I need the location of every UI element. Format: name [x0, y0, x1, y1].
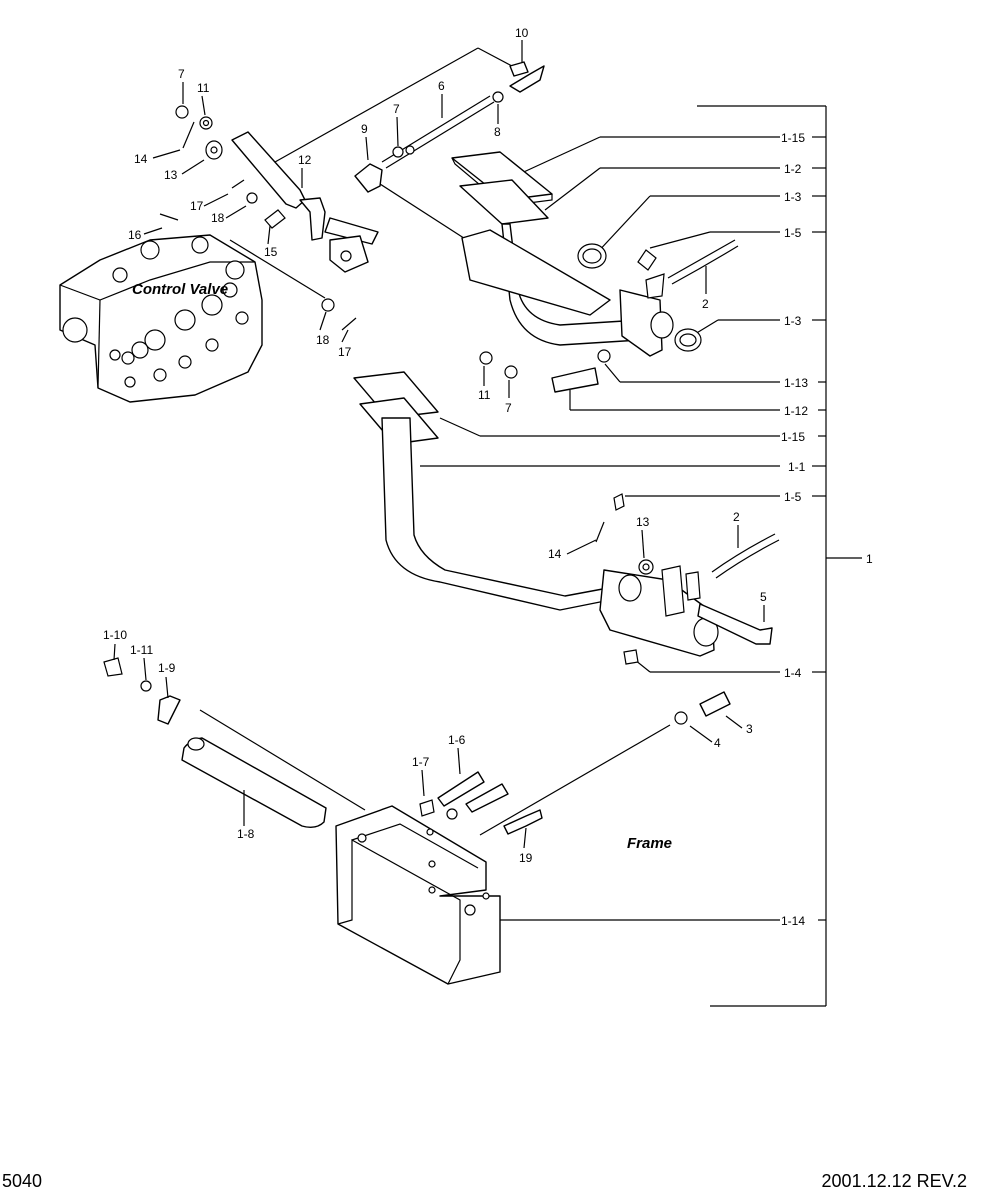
- assembly-bracket: [697, 105, 862, 1007]
- frame-bracket: [335, 691, 731, 985]
- callout-1-6: 1-6: [448, 733, 466, 747]
- callout-2: 2: [702, 297, 709, 311]
- callout-ticks: [113, 40, 765, 849]
- lower-pedal-assembly: [353, 371, 780, 665]
- callout-17: 17: [338, 345, 352, 359]
- callout-19: 19: [519, 851, 533, 865]
- callout-18: 18: [316, 333, 330, 347]
- callout-11: 11: [478, 388, 491, 402]
- callout-9: 9: [361, 122, 368, 136]
- control-valve: [59, 234, 263, 403]
- callout-1-8: 1-8: [237, 827, 255, 841]
- callout-1-9: 1-9: [158, 661, 176, 675]
- callout-15: 15: [264, 245, 278, 259]
- right-callout-1-14: 1-14: [781, 914, 805, 928]
- right-callout-1-4: 1-4: [784, 666, 802, 680]
- callout-2: 2: [733, 510, 740, 524]
- callout-7: 7: [178, 67, 185, 81]
- callout-7: 7: [393, 102, 400, 116]
- right-callout-1-3: 1-3: [784, 190, 802, 204]
- revision-date: 2001.12.12 REV.2: [821, 1171, 967, 1191]
- right-callout-1-5: 1-5: [784, 226, 802, 240]
- callout-14: 14: [548, 547, 562, 561]
- callout-17: 17: [190, 199, 204, 213]
- callout-18: 18: [211, 211, 225, 225]
- right-callout-1-2: 1-2: [784, 162, 802, 176]
- callout-6: 6: [438, 79, 445, 93]
- callout-8: 8: [494, 125, 501, 139]
- callout-7: 7: [505, 401, 512, 415]
- right-callout-1-13: 1-13: [784, 376, 808, 390]
- hardware-left: [159, 105, 357, 331]
- right-callout-1-5: 1-5: [784, 490, 802, 504]
- callout-3: 3: [746, 722, 753, 736]
- callout-5: 5: [760, 590, 767, 604]
- page-number: 5040: [2, 1171, 43, 1191]
- right-callout-1-3: 1-3: [784, 314, 802, 328]
- callout-10: 10: [515, 26, 529, 40]
- control-rod: [354, 61, 545, 193]
- right-callout-1-12: 1-12: [784, 404, 808, 418]
- callout-1-11: 1-11: [130, 643, 153, 657]
- callout-1-10: 1-10: [103, 628, 127, 642]
- callout-11: 11: [197, 81, 210, 95]
- callouts: 10 7 11 6 9 7 8 14 13 12 17 18 16 15 18 …: [103, 26, 767, 865]
- pivot-shaft: [103, 657, 327, 829]
- callout-4: 4: [714, 736, 721, 750]
- right-callouts: 1-15 1-2 1-3 1-5 1-3 1-13 1-12 1-15 1-1 …: [781, 131, 873, 928]
- leader-lines: [199, 47, 826, 921]
- right-callout-1-15: 1-15: [781, 430, 805, 444]
- callout-14: 14: [134, 152, 148, 166]
- callout-16: 16: [128, 228, 142, 242]
- right-callout-1-15: 1-15: [781, 131, 805, 145]
- callout-13: 13: [636, 515, 650, 529]
- callout-12: 12: [298, 153, 312, 167]
- upper-pedal-assembly: [451, 151, 739, 393]
- control-valve-label: Control Valve: [132, 281, 228, 298]
- callout-1-7: 1-7: [412, 755, 430, 769]
- callout-13: 13: [164, 168, 178, 182]
- right-callout-1: 1: [866, 552, 873, 566]
- frame-label: Frame: [627, 835, 672, 852]
- linkage-arm: [231, 131, 379, 273]
- right-callout-1-1: 1-1: [788, 460, 806, 474]
